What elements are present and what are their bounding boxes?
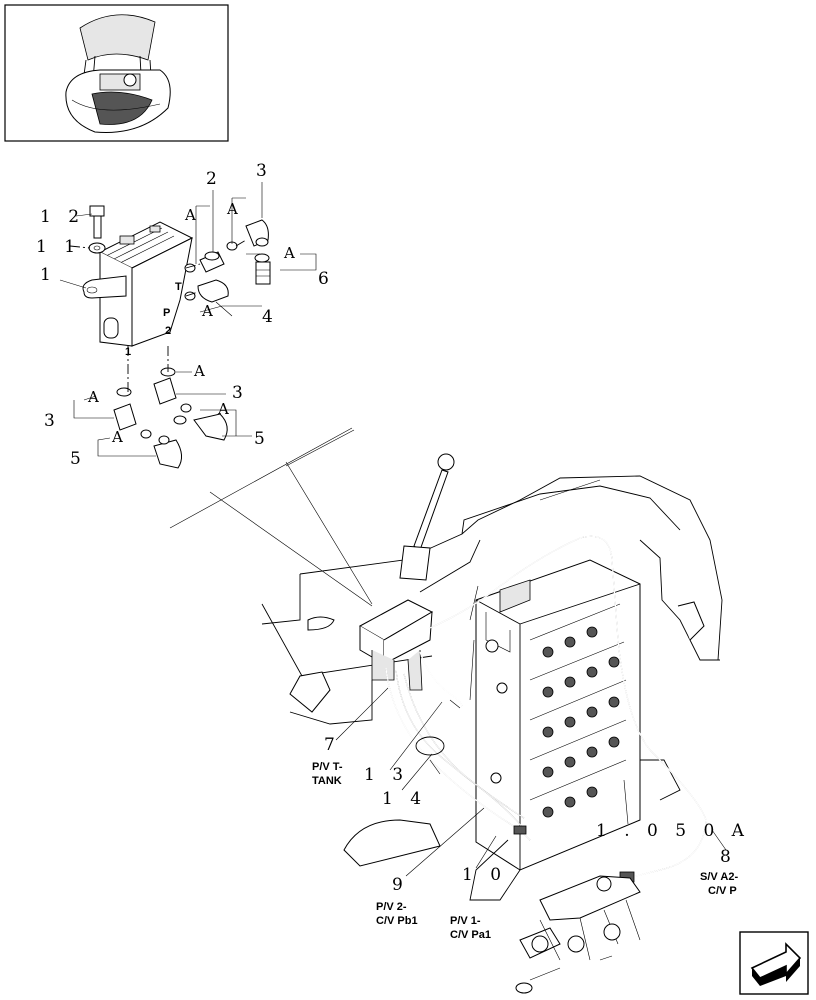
washer-11[interactable] <box>88 242 106 254</box>
callout-8: 8 <box>720 847 737 867</box>
callout-6: 6 <box>318 269 335 289</box>
port-2: 2 <box>165 325 171 337</box>
centerline <box>127 346 169 392</box>
control-valve-body[interactable] <box>82 221 194 347</box>
callout-1: 1 <box>40 265 57 285</box>
fitting-3-top[interactable] <box>226 219 269 251</box>
tractor-frame <box>169 427 723 867</box>
fitting-3-mid[interactable] <box>153 367 192 413</box>
hose-label-7a: P/V T- <box>312 761 343 773</box>
hydraulic-hoses <box>385 535 707 883</box>
callout-labels: 1 2 1 1 1 2 3 6 4 3 3 5 5 7 1 3 1 4 9 1 … <box>36 161 750 895</box>
bolt-12[interactable] <box>89 205 105 239</box>
machine-overview-icon <box>65 14 171 133</box>
control-lever[interactable] <box>399 453 455 581</box>
hose-label-9a: P/V 2- <box>376 901 407 913</box>
port-t: T <box>175 281 182 293</box>
callout-7: 7 <box>324 735 341 755</box>
callout-4: 4 <box>262 307 279 327</box>
callout-3-mid: 3 <box>232 383 249 403</box>
reference-callout: 1 . 0 5 0 A <box>596 821 750 841</box>
detail-a-1: A <box>184 206 196 224</box>
callout-14: 1 4 <box>382 789 427 809</box>
next-page-arrow-icon <box>750 942 802 986</box>
callout-3-top: 3 <box>256 161 273 181</box>
fitting-6[interactable] <box>254 253 271 285</box>
fitting-4[interactable] <box>184 279 229 303</box>
next-page-button[interactable] <box>739 931 809 995</box>
detail-a-3: A <box>283 244 295 262</box>
callout-5-left: 5 <box>70 449 87 469</box>
fitting-3-left[interactable] <box>113 387 152 439</box>
detail-a-8: A <box>111 428 123 446</box>
callout-10: 1 0 <box>462 865 507 885</box>
hose-label-8b: C/V P <box>708 885 737 897</box>
thumbnail-box[interactable] <box>4 4 229 142</box>
callout-13: 1 3 <box>364 765 409 785</box>
hose-label-8a: S/V A2- <box>700 871 738 883</box>
detail-a-5: A <box>193 362 205 380</box>
detail-a-2: A <box>226 200 238 218</box>
spool-assembly[interactable] <box>515 875 641 994</box>
callout-5-right: 5 <box>254 429 271 449</box>
hose-label-7b: TANK <box>312 775 342 787</box>
leader-lines-lower <box>73 371 252 457</box>
valve-spools <box>542 626 620 818</box>
callout-12: 1 2 <box>40 207 85 227</box>
callout-11: 1 1 <box>36 237 81 257</box>
hose-labels: P/V T- TANK S/V A2- C/V P P/V 2- C/V Pb1… <box>312 761 738 941</box>
hose-label-10a: P/V 1- <box>450 915 481 927</box>
leader-lines-main <box>335 687 727 877</box>
fitting-2[interactable] <box>184 251 225 273</box>
fitting-5-right[interactable] <box>173 413 228 441</box>
hose-label-9b: C/V Pb1 <box>376 915 418 927</box>
detail-a-marks: A A A A A A A A <box>87 200 295 446</box>
callout-9: 9 <box>392 875 409 895</box>
port-p: P <box>163 307 170 319</box>
detail-a-7: A <box>217 400 229 418</box>
fitting-5-left[interactable] <box>153 435 182 469</box>
port-1: 1 <box>125 346 131 358</box>
leader-lines-upper <box>59 182 317 317</box>
callout-2: 2 <box>206 169 223 189</box>
detail-a-4: A <box>201 302 213 320</box>
detail-a-6: A <box>87 388 99 406</box>
remote-control-valve[interactable] <box>358 599 434 691</box>
control-valve-block[interactable] <box>469 559 641 901</box>
port-labels: T P 2 1 <box>125 281 182 358</box>
hose-label-10b: C/V Pa1 <box>450 929 491 941</box>
callout-3-left: 3 <box>44 411 61 431</box>
